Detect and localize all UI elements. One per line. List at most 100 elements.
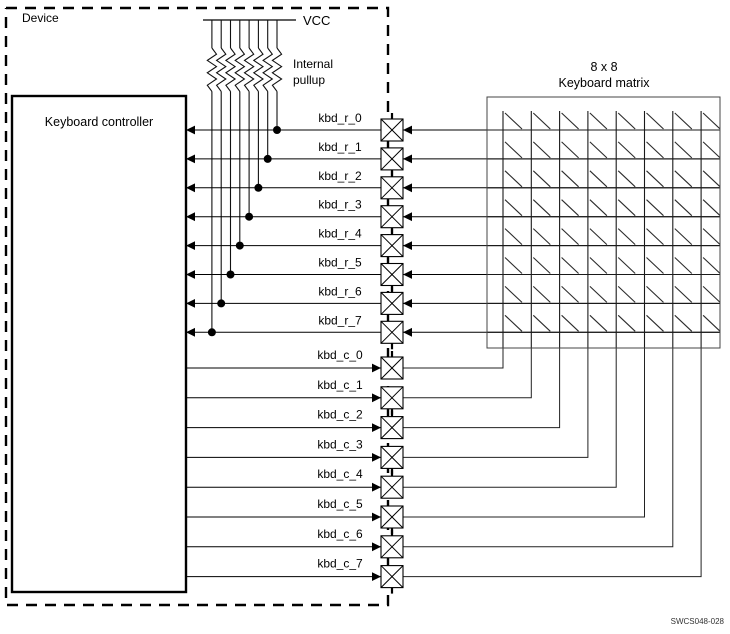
matrix-switch-r6-c2 (561, 285, 579, 303)
row-pad-x2-0 (380, 118, 404, 142)
col-wire-external-7 (403, 348, 702, 578)
row-pad-x2-5 (380, 263, 404, 286)
matrix-switch-r3-c7 (702, 199, 721, 217)
matrix-switch-r1-c6 (674, 141, 693, 159)
row-arrow-into-controller-2 (186, 183, 195, 193)
matrix-switch-r6-c7 (702, 285, 721, 303)
matrix-switch-r1-c5 (646, 141, 664, 159)
matrix-switch-r6-c0 (504, 285, 523, 303)
col-pad-x2-7 (380, 565, 404, 588)
device-boundary (4, 6, 390, 607)
matrix-switch-r1-c1 (532, 141, 551, 159)
matrix-switch-r5-c3 (589, 257, 608, 274)
pullup-resistor-4 (234, 47, 246, 92)
row-signal-label-4: kbd_r_4 (318, 227, 362, 241)
internal-pullup-network (203, 19, 296, 337)
matrix-switch-r2-c3 (589, 170, 608, 188)
pullup-resistor-3 (243, 47, 255, 92)
row-arrow-into-pad-2 (403, 183, 412, 193)
col-arrow-into-pad-0 (372, 363, 381, 373)
keyboard-matrix-grid (487, 111, 721, 348)
column-signal-lines (186, 348, 702, 581)
matrix-title-line2: Keyboard matrix (558, 76, 650, 90)
row-pad-x2-7 (380, 320, 404, 344)
col-signal-label-0: kbd_c_0 (317, 348, 363, 362)
row-arrow-into-pad-0 (403, 125, 412, 135)
matrix-switch-r1-c4 (617, 141, 636, 159)
matrix-switch-r2-c7 (702, 170, 721, 188)
row-arrow-into-pad-1 (403, 154, 412, 164)
controller-label: Keyboard controller (45, 115, 153, 129)
row-signal-label-1: kbd_r_1 (318, 140, 362, 154)
matrix-switch-r2-c5 (646, 170, 664, 188)
matrix-switch-r0-c5 (646, 112, 664, 130)
matrix-switch-r1-c0 (504, 141, 523, 159)
col-arrow-into-pad-1 (372, 393, 381, 403)
matrix-switch-r5-c6 (674, 257, 693, 274)
row-pad-x2-4 (380, 234, 404, 257)
matrix-switch-r4-c0 (504, 228, 523, 246)
matrix-switch-r6-c1 (532, 285, 551, 303)
matrix-switch-r6-c3 (589, 285, 608, 303)
row-signal-label-6: kbd_r_6 (318, 284, 362, 298)
col-arrow-into-pad-7 (372, 572, 381, 581)
col-pad-x2-3 (380, 446, 404, 469)
pullup-label-line2: pullup (293, 73, 325, 87)
col-pad-x2-6 (380, 535, 404, 559)
col-signal-label-7: kbd_c_7 (317, 557, 363, 571)
row-signal-label-5: kbd_r_5 (318, 256, 362, 270)
matrix-switch-r0-c3 (589, 112, 608, 130)
matrix-switch-r1-c2 (561, 141, 579, 159)
matrix-switch-r5-c1 (532, 257, 551, 274)
row-pad-x2-6 (380, 292, 404, 315)
matrix-switch-r5-c5 (646, 257, 664, 274)
col-signal-label-3: kbd_c_3 (317, 437, 363, 451)
matrix-switch-r3-c3 (589, 199, 608, 217)
matrix-switch-r4-c1 (532, 228, 551, 246)
matrix-switch-r1-c7 (702, 141, 721, 159)
col-signal-label-5: kbd_c_5 (317, 497, 363, 511)
col-arrow-into-pad-3 (372, 453, 381, 462)
matrix-switch-r3-c1 (532, 199, 551, 217)
col-pad-x2-2 (380, 416, 404, 439)
col-signal-label-1: kbd_c_1 (317, 378, 363, 392)
pullup-resistor-6 (215, 47, 227, 92)
col-arrow-into-pad-4 (372, 482, 381, 492)
matrix-switch-r3-c5 (646, 199, 664, 217)
matrix-switch-r6-c6 (674, 285, 693, 303)
matrix-switch-r3-c4 (617, 199, 636, 217)
io-pad-group (380, 113, 404, 594)
matrix-boundary-box (486, 96, 721, 349)
pullup-resistor-5 (224, 47, 237, 92)
matrix-title-line1: 8 x 8 (590, 60, 617, 74)
matrix-switch-r7-c3 (589, 314, 608, 332)
matrix-switch-r3-c2 (561, 199, 579, 217)
pullup-resistor-7 (206, 47, 218, 92)
figure-id-label: SWCS048-028 (671, 617, 725, 626)
row-signal-label-3: kbd_r_3 (318, 198, 362, 212)
col-arrow-into-pad-6 (372, 542, 381, 552)
matrix-switch-r6-c4 (617, 285, 636, 303)
matrix-switch-r0-c7 (702, 112, 721, 130)
row-arrow-into-controller-4 (186, 241, 195, 251)
col-wire-external-3 (403, 348, 589, 458)
col-wire-external-6 (403, 348, 674, 548)
matrix-switch-r7-c6 (674, 314, 693, 332)
matrix-switch-r7-c2 (561, 314, 579, 332)
row-arrow-into-controller-5 (186, 270, 195, 279)
matrix-switch-r0-c0 (504, 112, 523, 130)
row-arrow-into-pad-4 (403, 241, 412, 251)
pullup-resistor-1 (262, 47, 274, 92)
pullup-resistor-0 (271, 47, 283, 92)
col-wire-external-4 (403, 348, 617, 488)
row-pad-x2-2 (380, 176, 404, 200)
matrix-switch-r6-c5 (646, 285, 664, 303)
signal-label-group: kbd_r_0kbd_r_1kbd_r_2kbd_r_3kbd_r_4kbd_r… (317, 111, 363, 571)
col-pad-x2-0 (380, 356, 404, 380)
matrix-switch-r0-c1 (532, 112, 551, 130)
matrix-switch-r3-c6 (674, 199, 693, 217)
pullup-label-line1: Internal (293, 57, 333, 71)
matrix-switch-r5-c0 (504, 257, 523, 274)
matrix-switch-r4-c5 (646, 228, 664, 246)
